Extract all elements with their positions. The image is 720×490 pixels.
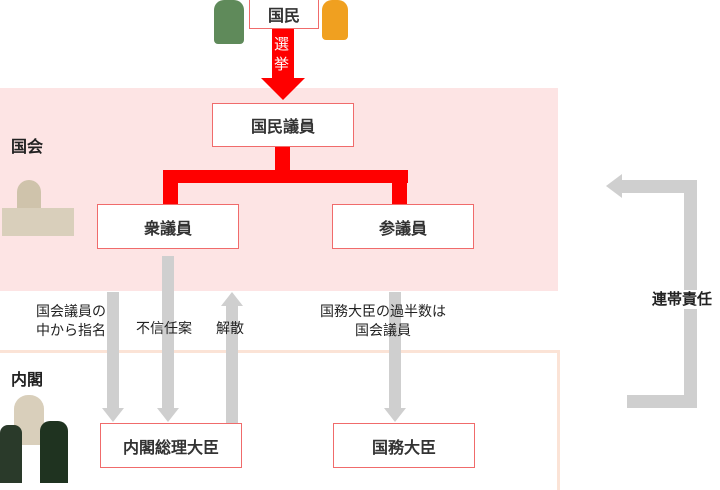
arrowhead (606, 174, 622, 198)
connector (275, 147, 290, 172)
arrowhead (384, 408, 406, 422)
arrowhead (157, 408, 179, 422)
dissolution-arrow (226, 306, 238, 424)
connector (392, 170, 407, 205)
cabinet-area (0, 350, 560, 490)
cabinet-people-icon (0, 395, 76, 483)
cabinet-title: 内閣 (11, 370, 44, 389)
diet-title: 国会 (11, 137, 44, 156)
citizen-icon (214, 0, 244, 44)
nominate-label: 国会議員の中から指名 (36, 304, 106, 339)
diet-members-box: 国民議員 (212, 103, 354, 147)
citizen-icon (322, 0, 348, 40)
no-confidence-arrow (162, 256, 174, 410)
diet-building-icon (2, 170, 74, 236)
responsibility-bracket (622, 180, 697, 193)
arrowhead (102, 408, 124, 422)
election-arrowhead (261, 78, 305, 100)
nominate-arrow (107, 292, 119, 410)
lower-house-box: 衆議員 (97, 204, 239, 249)
connector (163, 170, 408, 183)
prime-minister-box: 内閣総理大臣 (100, 423, 242, 468)
election-label: 選挙 (274, 35, 290, 73)
majority-arrow (389, 292, 401, 410)
election-arrow (272, 29, 294, 79)
connector (163, 170, 178, 205)
arrowhead (221, 292, 243, 306)
responsibility-bracket (627, 395, 697, 408)
dissolution-label: 解散 (216, 321, 244, 337)
upper-house-box: 参議員 (332, 204, 474, 249)
people-box: 国民 (249, 0, 319, 29)
majority-label: 国務大臣の過半数は国会議員 (320, 304, 446, 339)
no-confidence-label: 不信任案 (136, 321, 192, 337)
joint-responsibility-label: 連帯責任 (652, 290, 713, 309)
ministers-box: 国務大臣 (333, 423, 475, 468)
